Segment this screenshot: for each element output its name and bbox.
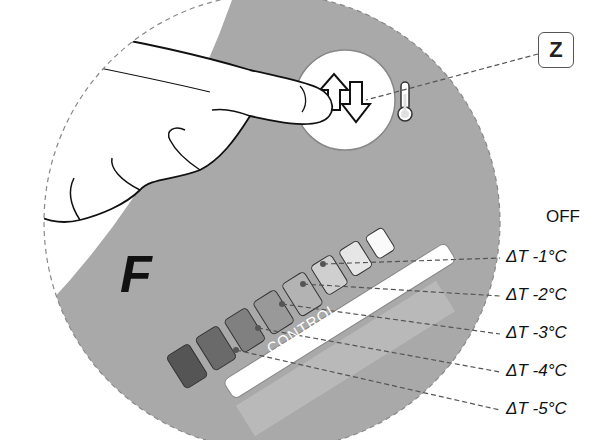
level-label: ΔT -2°C — [504, 286, 569, 303]
level-label: OFF — [544, 208, 582, 225]
callout-letter: Z — [549, 37, 562, 63]
level-label: ΔT -1°C — [504, 248, 569, 265]
level-label: ΔT -4°C — [504, 362, 569, 379]
level-label: ΔT -3°C — [504, 324, 569, 341]
callout-box: Z — [538, 32, 574, 68]
brand-logo: F — [120, 248, 152, 300]
level-label: ΔT -5°C — [504, 400, 569, 417]
